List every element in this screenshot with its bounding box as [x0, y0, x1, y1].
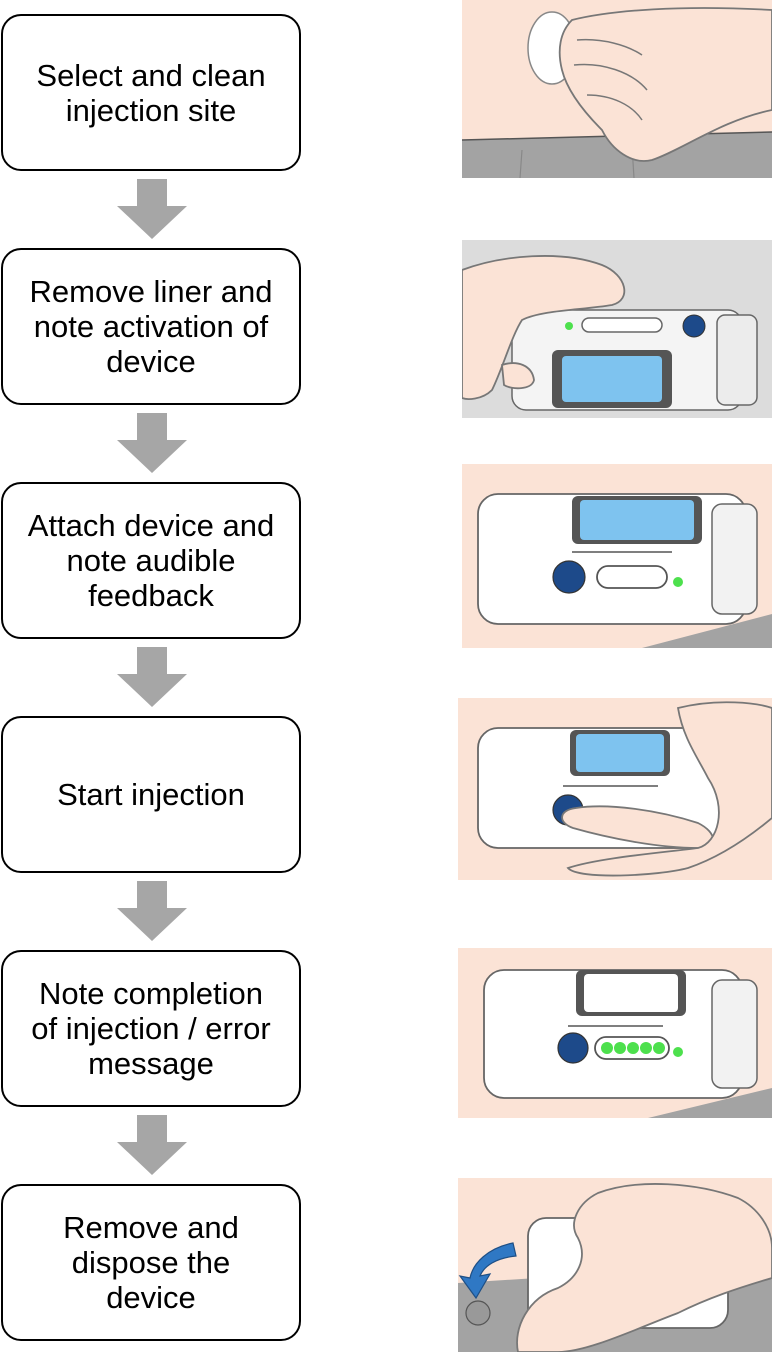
illustration-remove-liner [462, 240, 772, 418]
step-box-5: Note completion of injection / error mes… [1, 950, 301, 1107]
illustration-attach-device [462, 464, 772, 648]
hand [566, 701, 772, 877]
down-arrow-5 [117, 1115, 187, 1175]
illustration-clean-site [462, 0, 772, 178]
progress-light-1 [601, 1042, 613, 1054]
progress-light-5 [653, 1042, 665, 1054]
step-label-3: Attach device and note audible feedback [27, 508, 275, 613]
illustration-completion [458, 948, 772, 1118]
illustration-remove-device [458, 1178, 772, 1352]
step-box-2: Remove liner and note activation of devi… [1, 248, 301, 405]
step-label-1: Select and clean injection site [36, 57, 266, 128]
curved-arrow-icon [458, 1242, 517, 1300]
illustration-start-injection [458, 698, 772, 880]
step-box-1: Select and clean injection site [1, 14, 301, 171]
down-arrow-4 [117, 881, 187, 941]
step-box-4: Start injection [1, 716, 301, 873]
step-box-6: Remove and dispose the device [1, 1184, 301, 1341]
down-arrow-2 [117, 413, 187, 473]
hand [462, 255, 626, 400]
progress-light-3 [627, 1042, 639, 1054]
progress-light-4 [640, 1042, 652, 1054]
progress-light-2 [614, 1042, 626, 1054]
step-box-3: Attach device and note audible feedback [1, 482, 301, 639]
down-arrow-1 [117, 179, 187, 239]
step-label-6: Remove and dispose the device [63, 1210, 239, 1315]
down-arrow-3 [117, 647, 187, 707]
step-label-2: Remove liner and note activation of devi… [29, 274, 273, 379]
hand [516, 1183, 772, 1352]
step-label-4: Start injection [57, 777, 245, 812]
step-label-5: Note completion of injection / error mes… [31, 976, 271, 1081]
hand [558, 7, 772, 162]
